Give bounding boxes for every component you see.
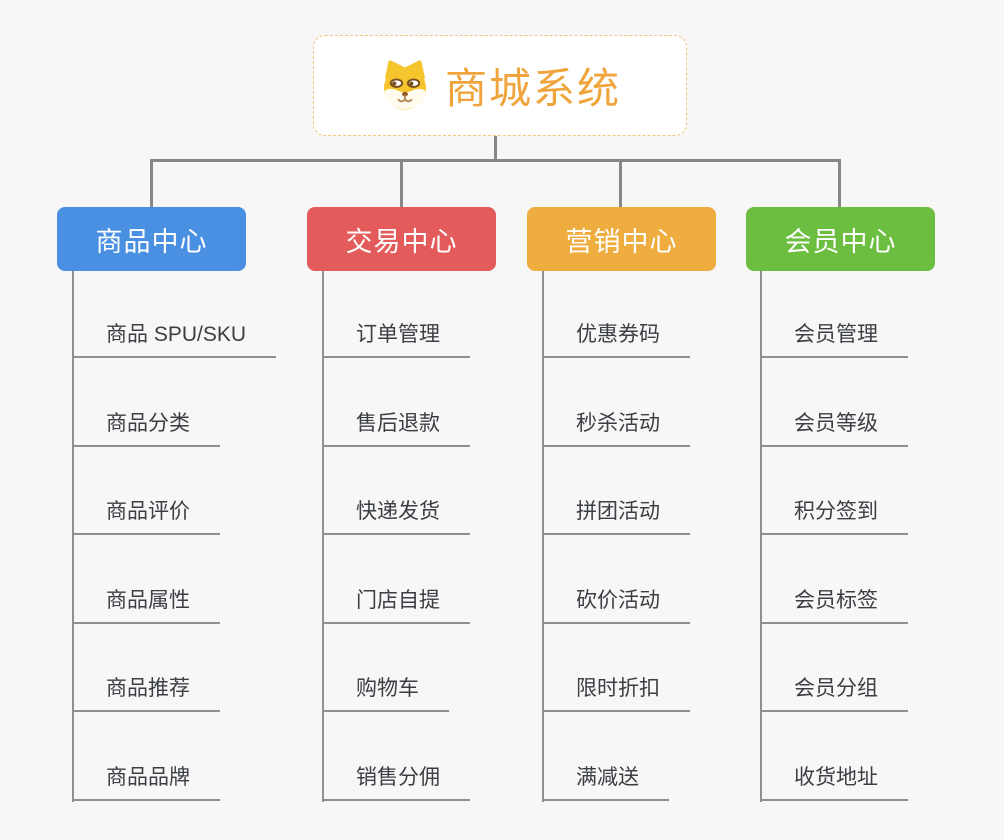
connector-horizontal-bar bbox=[150, 159, 841, 162]
leaf-node[interactable]: 商品分类 bbox=[72, 410, 220, 447]
branch-node-product-center[interactable]: 商品中心 bbox=[57, 207, 246, 271]
leaf-node[interactable]: 秒杀活动 bbox=[542, 410, 690, 447]
leaf-node[interactable]: 销售分佣 bbox=[322, 764, 470, 801]
leaf-node[interactable]: 满减送 bbox=[542, 764, 669, 801]
connector-stub-branch-1 bbox=[150, 159, 153, 208]
connector-branch-3-spine bbox=[542, 271, 544, 802]
leaf-node[interactable]: 拼团活动 bbox=[542, 498, 690, 535]
leaf-node[interactable]: 商品属性 bbox=[72, 587, 220, 624]
leaf-node[interactable]: 积分签到 bbox=[760, 498, 908, 535]
connector-stub-branch-4 bbox=[838, 159, 841, 208]
branch-node-marketing-center[interactable]: 营销中心 bbox=[527, 207, 716, 271]
leaf-node[interactable]: 商品推荐 bbox=[72, 675, 220, 712]
leaf-node[interactable]: 商品品牌 bbox=[72, 764, 220, 801]
leaf-node[interactable]: 门店自提 bbox=[322, 587, 470, 624]
leaf-node[interactable]: 会员分组 bbox=[760, 675, 908, 712]
leaf-node[interactable]: 限时折扣 bbox=[542, 675, 690, 712]
leaf-node[interactable]: 购物车 bbox=[322, 675, 449, 712]
leaf-node[interactable]: 优惠券码 bbox=[542, 321, 690, 358]
root-title: 商城系统 bbox=[444, 65, 621, 112]
connector-stub-branch-3 bbox=[619, 159, 622, 208]
connector-branch-4-spine bbox=[760, 271, 762, 802]
branch-node-member-center[interactable]: 会员中心 bbox=[746, 207, 935, 271]
root-node[interactable]: 商城系统 bbox=[313, 35, 687, 136]
leaf-node[interactable]: 砍价活动 bbox=[542, 587, 690, 624]
leaf-node[interactable]: 商品评价 bbox=[72, 498, 220, 535]
leaf-node[interactable]: 商品 SPU/SKU bbox=[72, 321, 277, 358]
leaf-node[interactable]: 订单管理 bbox=[322, 321, 470, 358]
leaf-node[interactable]: 会员等级 bbox=[760, 410, 908, 447]
leaf-node[interactable]: 会员标签 bbox=[760, 587, 908, 624]
branch-node-trade-center[interactable]: 交易中心 bbox=[307, 207, 496, 271]
leaf-node[interactable]: 快递发货 bbox=[322, 498, 470, 535]
connector-root-stem bbox=[494, 136, 497, 161]
leaf-node[interactable]: 售后退款 bbox=[322, 410, 470, 447]
connector-branch-1-spine bbox=[72, 271, 74, 802]
leaf-node[interactable]: 收货地址 bbox=[760, 764, 908, 801]
connector-stub-branch-2 bbox=[400, 159, 403, 208]
connector-branch-2-spine bbox=[322, 271, 324, 802]
shiba-dog-icon bbox=[383, 59, 427, 110]
leaf-node[interactable]: 会员管理 bbox=[760, 321, 908, 358]
